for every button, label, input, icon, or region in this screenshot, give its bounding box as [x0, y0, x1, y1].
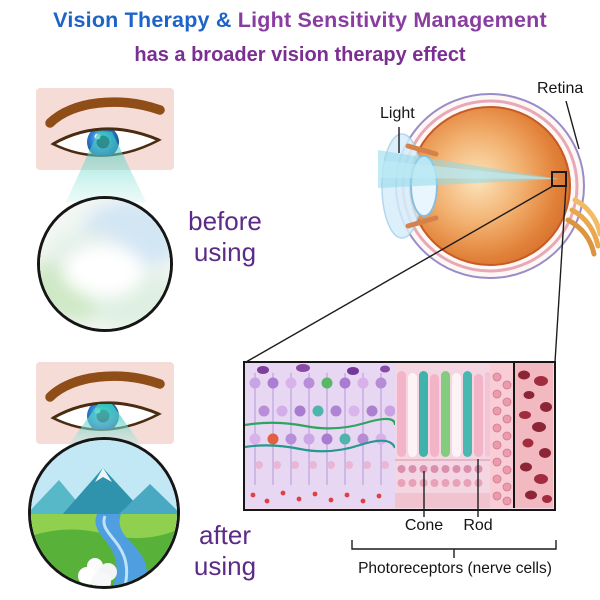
- rod-label: Rod: [463, 517, 493, 534]
- light-beam-after: [68, 404, 142, 446]
- mountain: [117, 484, 177, 516]
- retina-microstructure-frame: [243, 361, 556, 511]
- choroid-background: [515, 363, 553, 508]
- after-label-line2: using: [193, 550, 257, 581]
- nuclear-band-cells: [492, 372, 512, 506]
- horizontal-vessel-teal: [244, 439, 397, 453]
- optic-nerve: [565, 197, 600, 257]
- before-label-line2: using: [193, 236, 257, 267]
- cone-label: Cone: [404, 517, 444, 534]
- iris-top: [405, 143, 439, 157]
- mountain: [61, 468, 147, 516]
- ganglion-cells: [249, 377, 396, 469]
- before-vision-circle: [37, 196, 173, 332]
- white-flowers: [78, 558, 117, 586]
- red-dots: [250, 490, 382, 504]
- river-highlight: [102, 515, 129, 586]
- blood-vessels: [257, 364, 390, 375]
- page-title: Vision Therapy & Light Sensitivity Manag…: [0, 8, 600, 33]
- after-label-line1: after: [198, 520, 252, 550]
- clear-landscape-scene: [31, 440, 177, 586]
- light-beam-before: [66, 132, 146, 202]
- caption-bracket: [351, 540, 557, 550]
- retina-microstructure-illustration: [244, 363, 553, 508]
- light-label: Light: [380, 105, 415, 122]
- retina-label: Retina: [537, 80, 584, 97]
- after-vision-circle: [28, 437, 180, 589]
- neural-layer-background: [245, 363, 395, 508]
- eyebrow: [45, 97, 165, 128]
- membrane-divider-line: [513, 363, 515, 508]
- before-label: before using: [180, 206, 270, 267]
- rod-and-cone-cells: [397, 371, 490, 457]
- photoreceptors-caption: Photoreceptors (nerve cells): [358, 560, 552, 577]
- choroid-blood-cells: [518, 370, 552, 503]
- page-subtitle: has a broader vision therapy effect: [134, 44, 466, 66]
- after-label: after using: [180, 520, 270, 581]
- before-label-line1: before: [188, 206, 262, 236]
- horizontal-vessel-green: [244, 417, 397, 430]
- title-part-blue: Vision Therapy &: [53, 8, 238, 32]
- eyebrow: [45, 371, 165, 402]
- title-part-purple: Light Sensitivity Management: [237, 8, 547, 32]
- cell-stems: [254, 373, 382, 485]
- snow-cap: [95, 468, 112, 482]
- blurry-scene: [40, 199, 170, 329]
- light-beam-core: [378, 160, 559, 179]
